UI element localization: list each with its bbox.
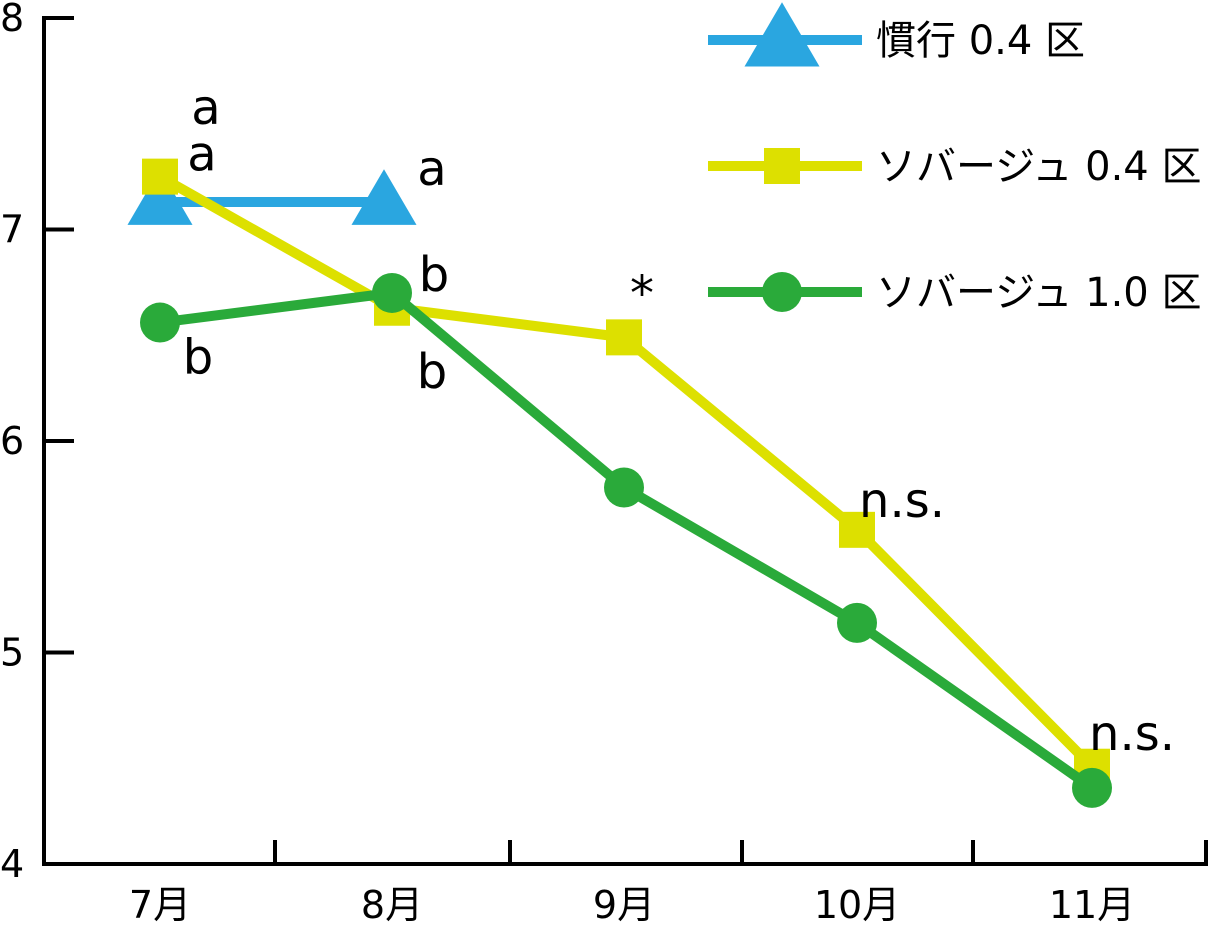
annotation-label: a [417,141,446,197]
x-tick-label: 8月 [361,883,423,927]
x-tick-label: 7月 [129,883,191,927]
data-point [372,272,412,313]
y-tick-label: 8 [0,0,24,40]
x-tick-label: 9月 [593,883,655,927]
data-point [837,602,877,643]
x-tick-label: 10月 [814,883,900,927]
legend-marker [764,148,800,184]
series-3 [140,272,1112,808]
y-ticks: 4 5 6 7 8 [0,0,74,886]
annotation-label: b [183,329,213,385]
x-ticks: 7月 8月 9月 10月 11月 [129,840,1208,927]
x-tick-label: 11月 [1049,883,1135,927]
series-line [159,287,1095,792]
data-point [1072,767,1112,808]
data-point [142,158,178,195]
legend-label: 慣行 0.4 区 [876,18,1085,64]
data-point [839,511,875,548]
data-point [351,169,417,225]
legend-label: ソバージュ 0.4 区 [876,144,1201,190]
series-layer [127,158,1112,808]
annotation-label: b [419,247,449,303]
legend-item: ソバージュ 1.0 区 [708,270,1201,316]
y-tick-label: 6 [0,419,24,463]
legend-marker [744,2,820,67]
annotation-label: n.s. [859,473,945,529]
y-tick-label: 7 [0,208,24,252]
legend-item: 慣行 0.4 区 [708,2,1085,67]
data-point [606,319,642,356]
data-point [140,302,180,343]
data-point [127,169,193,225]
annotation-label: a [187,126,216,182]
legend-item: ソバージュ 0.4 区 [708,144,1201,190]
data-point [604,467,644,508]
annotation-label: b [417,344,447,400]
annotation-label: n.s. [1089,706,1175,762]
annotation-label: * [630,266,654,322]
annotation-label: a [191,80,220,136]
legend-label: ソバージュ 1.0 区 [876,270,1201,316]
legend-marker [762,272,802,312]
y-tick-label: 5 [0,631,24,675]
y-tick-label: 4 [0,842,24,886]
